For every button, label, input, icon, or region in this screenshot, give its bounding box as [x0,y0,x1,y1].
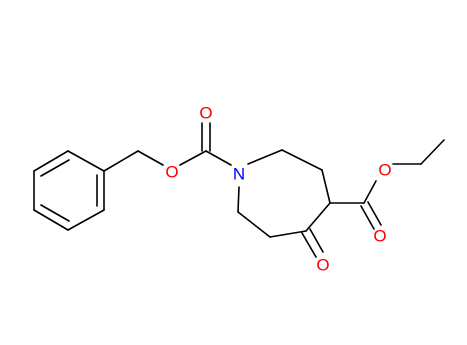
bond [321,169,331,204]
bond [67,150,105,172]
atom-o-ester-ethyl: O [378,161,391,180]
atom-n-ring: N [233,165,245,184]
bond [269,230,307,238]
bond [363,180,377,204]
bond [33,150,69,172]
bond [360,205,375,230]
atom-o-ketone: O [316,256,329,275]
atom-o-carbonyl-cbz: O [199,104,212,123]
ethyl-ester-group [329,139,445,230]
double-bond-inner [40,204,70,222]
bond [309,228,324,253]
bond [247,149,283,165]
bond [237,211,271,238]
bond [137,150,164,166]
bond [420,139,445,165]
atom-o-ester-cbz: O [165,163,178,182]
benzene-ring [33,150,105,231]
double-bond-inner [40,159,70,177]
bond [367,201,382,226]
cbz-group [103,122,232,172]
bond [237,186,240,213]
bond [33,209,69,231]
bond [205,150,232,166]
bond [305,202,331,232]
bond [103,150,139,172]
azepane-ring [237,149,331,238]
bond [301,232,317,258]
ketone-group [301,228,324,258]
bond [281,149,323,171]
bond [179,150,207,166]
atom-o-carbonyl-ethyl: O [373,227,386,246]
bond [67,209,105,231]
